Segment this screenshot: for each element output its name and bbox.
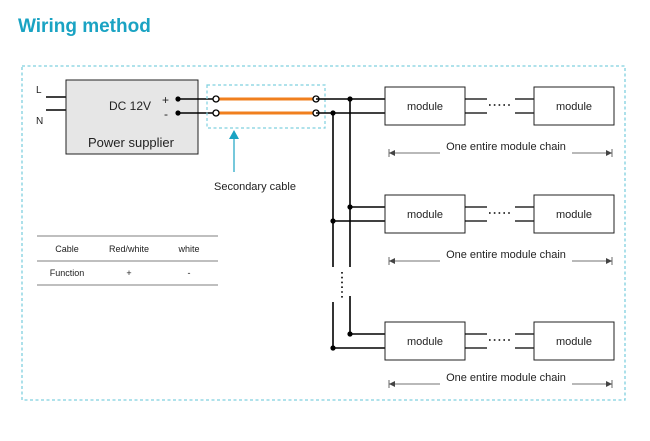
trunk-wires	[316, 96, 388, 351]
input-l-label: L	[36, 85, 42, 96]
module-1b: module	[556, 101, 592, 113]
table-cell-plus: +	[126, 268, 131, 278]
module-3b: module	[556, 336, 592, 348]
module-3a: module	[407, 336, 443, 348]
diagram-frame	[21, 65, 626, 401]
table-cell-minus: -	[188, 268, 191, 278]
module-1a: module	[407, 101, 443, 113]
table-header-redwhite: Red/white	[109, 244, 149, 254]
chain-3-label: One entire module chain	[446, 372, 566, 384]
module-chain-3: module module One entire module chain	[384, 321, 615, 388]
supply-minus: -	[164, 107, 168, 121]
chain-2-label: One entire module chain	[446, 249, 566, 261]
secondary-cable	[212, 95, 320, 117]
module-2b: module	[556, 209, 592, 221]
input-n-label: N	[36, 116, 43, 127]
table-header-white: white	[177, 244, 199, 254]
supply-name: Power supplier	[88, 135, 175, 150]
page-title: Wiring method	[18, 16, 151, 37]
chain-1-label: One entire module chain	[446, 141, 566, 153]
module-2a: module	[407, 209, 443, 221]
supply-output-wires	[175, 96, 216, 116]
secondary-cable-arrow	[229, 130, 239, 172]
supply-plus: +	[162, 93, 169, 107]
secondary-cable-box	[206, 84, 326, 129]
secondary-cable-label: Secondary cable	[214, 181, 296, 193]
supply-voltage: DC 12V	[109, 99, 151, 113]
module-chain-2: module module One entire module chain	[384, 194, 615, 265]
table-header-cable: Cable	[55, 244, 79, 254]
table-cell-function: Function	[50, 268, 85, 278]
cable-table: Cable Red/white white Function + -	[37, 235, 218, 286]
power-supplier: DC 12V + - Power supplier	[65, 79, 199, 155]
module-chain-1: module module One entire module chain	[384, 86, 615, 157]
